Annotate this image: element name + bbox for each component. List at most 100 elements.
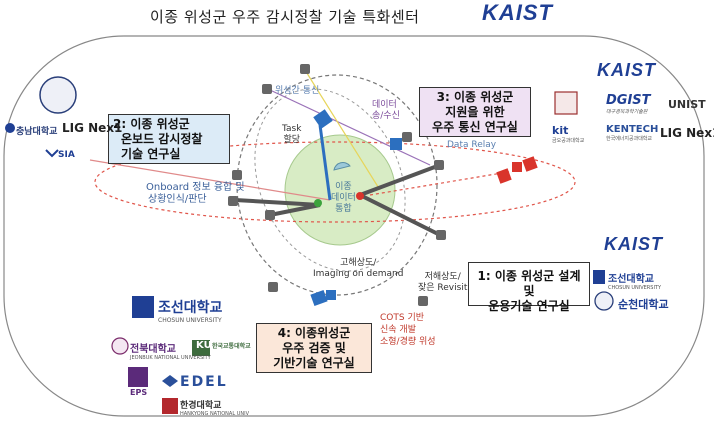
ku-emblem-icon bbox=[192, 340, 210, 356]
fusion-circle bbox=[284, 134, 396, 246]
logo-hankyong: 한경대학교 HANKYONG NATIONAL UNIV bbox=[180, 398, 249, 417]
lab2-line-1: 2: 이종 위성군 bbox=[113, 117, 190, 131]
link-relay bbox=[369, 169, 521, 196]
label-revisit: 저해상도/ 잦은 Revisit bbox=[418, 272, 467, 294]
lab3-line-2: 지원을 위한 bbox=[445, 105, 505, 119]
kaist-header-logo: KAIST bbox=[482, 0, 553, 25]
sunchon-seal-icon bbox=[594, 291, 614, 311]
label-cots-line-1: COTS 기반 bbox=[380, 313, 424, 323]
logo-kentech: KENTECH 한국에너지공과대학교 bbox=[606, 124, 658, 142]
logo-kaist-right-top: KAIST bbox=[597, 60, 656, 80]
edel-emblem-icon bbox=[162, 375, 178, 387]
logo-unist: UNIST bbox=[668, 98, 706, 111]
link-purple bbox=[269, 89, 431, 166]
outer-frame bbox=[3, 35, 705, 417]
logo-sia: SIA bbox=[58, 150, 75, 160]
logo-sunchon: 순천대학교 bbox=[618, 298, 669, 311]
logo-hankyong-text: 한경대학교 bbox=[180, 401, 222, 411]
link-gray-right-low bbox=[359, 193, 441, 237]
logo-dgist: DGIST 대구경북과학기술원 bbox=[606, 93, 651, 115]
link-blue bbox=[318, 124, 332, 201]
link-gray-left bbox=[234, 198, 321, 207]
logo-jeonbuk: 전북대학교 JEONBUK NATIONAL UNIVERSITY bbox=[130, 340, 211, 361]
logo-jeonbuk-text: 전북대학교 bbox=[130, 344, 176, 355]
label-task: Task 할당 bbox=[282, 124, 301, 146]
logo-eps: EPS bbox=[130, 388, 148, 397]
kaist-emblem-icon bbox=[554, 91, 578, 115]
link-yellow bbox=[304, 69, 381, 191]
label-data-tx: 데이터 송/수신 bbox=[372, 100, 400, 122]
label-revisit-line-2: 잦은 Revisit bbox=[418, 283, 468, 293]
lab1-line-1: 1: 이종 위성군 설계 및 bbox=[477, 269, 581, 298]
link-gray-low bbox=[269, 203, 321, 217]
lab2-line-2: 온보드 감시정찰 bbox=[121, 132, 203, 146]
lab4-line-1: 4: 이종위성군 bbox=[277, 326, 351, 340]
label-data-tx-line-2: 송/수신 bbox=[372, 111, 400, 121]
satellite-red-relay bbox=[496, 156, 538, 184]
orbit-equatorial bbox=[94, 141, 576, 223]
logo-kaist-right-bottom: KAIST bbox=[604, 234, 663, 254]
logo-kentech-sub: 한국에너지공과대학교 bbox=[606, 136, 653, 142]
logo-chosun-right: 조선대학교 CHOSUN UNIVERSITY bbox=[608, 270, 661, 291]
orbit-inclined bbox=[254, 88, 406, 272]
label-cots: COTS 기반 신속 개발 소형/경량 위성 bbox=[380, 312, 436, 348]
lab3-line-3: 우주 통신 연구실 bbox=[432, 120, 518, 134]
logo-chosun-text: 조선대학교 bbox=[158, 300, 223, 316]
label-task-line-2: 할당 bbox=[283, 135, 300, 145]
logo-hankyong-sub: HANKYONG NATIONAL UNIV bbox=[180, 411, 250, 417]
logo-lignex1-right: LIG Nex1 bbox=[660, 126, 714, 140]
lab3-line-1: 3: 이종 위성군 bbox=[436, 90, 514, 104]
label-onboard-line-2: 상황인식/판단 bbox=[148, 194, 207, 205]
fusion-star-red bbox=[356, 192, 364, 200]
logo-ku: KU bbox=[196, 340, 212, 351]
logo-dgist-text: DGIST bbox=[606, 93, 651, 108]
sia-emblem-icon bbox=[45, 149, 59, 158]
label-imaging-line-2: Imaging on demand bbox=[313, 269, 404, 279]
logo-chungnam: 충남대학교 bbox=[16, 127, 58, 137]
label-fusion-line-2: 데이터 bbox=[331, 193, 356, 203]
link-gray-right bbox=[359, 163, 441, 197]
logo-chosun-sub: CHOSUN UNIVERSITY bbox=[158, 317, 222, 324]
ground-station-icon bbox=[333, 162, 351, 171]
lab-box-2: 2: 이종 위성군 온보드 감시정찰 기술 연구실 bbox=[108, 114, 230, 164]
eps-emblem-icon bbox=[128, 367, 148, 387]
chosun-emblem-icon bbox=[132, 296, 154, 318]
label-imaging: 고해상도/ Imaging on demand bbox=[313, 258, 403, 280]
satellites-gray bbox=[228, 64, 446, 306]
logo-kentech-text: KENTECH bbox=[606, 124, 659, 135]
logo-dgist-sub: 대구경북과학기술원 bbox=[606, 109, 648, 115]
logo-chosun-right-text: 조선대학교 bbox=[608, 274, 654, 285]
logo-kit: kit 금오공과대학교 bbox=[552, 124, 584, 144]
label-fusion-line-1: 이종 bbox=[335, 182, 352, 192]
lab-box-4: 4: 이종위성군 우주 검증 및 기반기술 연구실 bbox=[256, 323, 372, 373]
lab1-line-2: 운용기술 연구실 bbox=[488, 299, 570, 313]
lab4-line-2: 우주 검증 및 bbox=[282, 341, 346, 355]
logo-jeonbuk-sub: JEONBUK NATIONAL UNIVERSITY bbox=[130, 355, 211, 361]
logo-lignex1-left: LIG Nex1 bbox=[62, 121, 123, 135]
label-inter-sat: 위성간 통신 bbox=[275, 86, 320, 96]
label-onboard-line-1: Onboard 정보 융합 및 bbox=[146, 182, 245, 193]
logo-kit-sub: 금오공과대학교 bbox=[552, 138, 585, 144]
logo-edel: EDEL bbox=[180, 374, 228, 390]
label-fusion-line-3: 통합 bbox=[335, 204, 352, 214]
fusion-star-green bbox=[314, 199, 322, 207]
label-imaging-line-1: 고해상도/ bbox=[340, 258, 377, 268]
page-title: 이종 위성군 우주 감시정찰 기술 특화센터 bbox=[150, 8, 420, 26]
hankyong-emblem-icon bbox=[162, 398, 178, 414]
label-revisit-line-1: 저해상도/ bbox=[424, 272, 461, 282]
lab-box-1: 1: 이종 위성군 설계 및 운용기술 연구실 bbox=[468, 262, 590, 313]
chosun-right-emblem-icon bbox=[593, 270, 605, 284]
lab2-line-3: 기술 연구실 bbox=[121, 147, 181, 161]
link-red bbox=[89, 159, 331, 201]
label-data-tx-line-1: 데이터 bbox=[372, 100, 397, 110]
chungnam-emblem-icon bbox=[5, 123, 15, 133]
lab4-line-3: 기반기술 연구실 bbox=[273, 356, 355, 370]
jeonbuk-seal-icon bbox=[111, 337, 129, 355]
logo-chosun-right-sub: CHOSUN UNIVERSITY bbox=[608, 285, 662, 291]
logo-ku-sub: 한국교통대학교 bbox=[212, 343, 251, 350]
logo-chosun: 조선대학교 CHOSUN UNIVERSITY bbox=[158, 297, 222, 324]
label-cots-line-3: 소형/경량 위성 bbox=[380, 337, 436, 347]
logo-kit-text: kit bbox=[552, 124, 569, 137]
label-onboard: Onboard 정보 융합 및 상황인식/판단 bbox=[146, 182, 245, 206]
